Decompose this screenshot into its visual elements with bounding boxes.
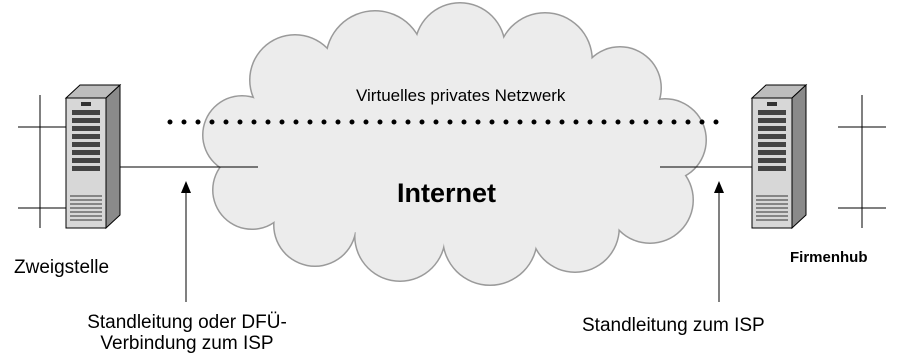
right-pointer-arrow (714, 181, 724, 302)
vpn-label: Virtuelles privates Netzwerk (356, 86, 566, 105)
branch-label: Zweigstelle (14, 257, 110, 278)
hub-server-icon (750, 83, 808, 230)
hub-label: Firmenhub (790, 249, 868, 266)
hub-connection-label: Standleitung zum ISP (582, 315, 765, 336)
left-pointer-arrow (181, 181, 191, 302)
internet-cloud (202, 2, 707, 286)
left-lan-bus (18, 95, 66, 228)
branch-connection-label: Standleitung oder DFÜ-Verbindung zum ISP (87, 312, 287, 354)
right-lan-bus (838, 95, 886, 228)
branch-server-icon (64, 83, 122, 230)
internet-label: Internet (397, 178, 497, 208)
